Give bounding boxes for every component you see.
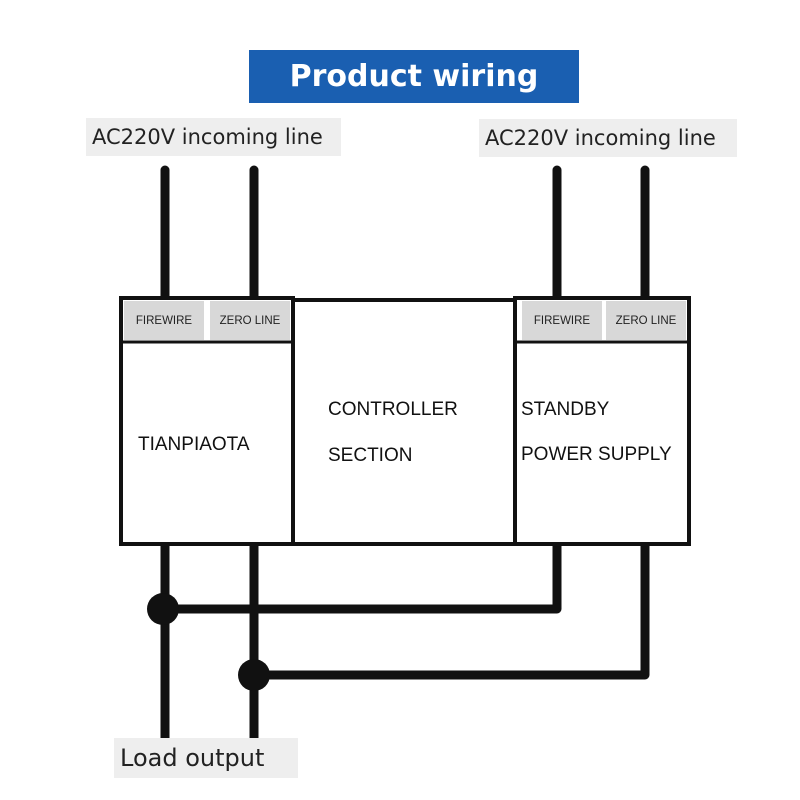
left-firewire-terminal: FIREWIRE bbox=[124, 301, 204, 340]
left-zeroline-terminal: ZERO LINE bbox=[210, 301, 290, 340]
incoming-line-label-left: AC220V incoming line bbox=[86, 118, 341, 156]
standby-power-line-2: POWER SUPPLY bbox=[521, 444, 672, 465]
firewire-junction-node bbox=[147, 593, 179, 625]
controller-section-line-1: CONTROLLER bbox=[328, 399, 458, 420]
controller-section-line-2: SECTION bbox=[328, 445, 413, 466]
standby-firewire-cross-wire bbox=[165, 544, 562, 614]
right-firewire-terminal: FIREWIRE bbox=[522, 301, 602, 340]
diagram-title: Product wiring bbox=[249, 50, 579, 103]
load-output-label: Load output bbox=[114, 738, 298, 778]
right-zeroline-terminal: ZERO LINE bbox=[606, 301, 686, 340]
zeroline-junction-node bbox=[238, 659, 270, 691]
center-module-block bbox=[291, 298, 517, 546]
left-module-name: TIANPIAOTA bbox=[138, 434, 250, 455]
standby-power-line-1: STANDBY bbox=[521, 399, 610, 420]
incoming-line-label-right: AC220V incoming line bbox=[479, 119, 737, 157]
standby-zeroline-cross-wire bbox=[254, 544, 650, 680]
